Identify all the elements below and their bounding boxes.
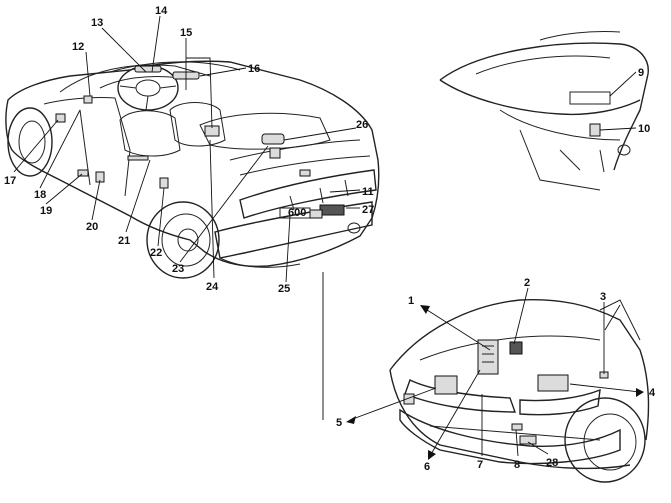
callout-5: 5 — [336, 417, 342, 429]
callout-24: 24 — [206, 281, 219, 293]
callout-labels: 13 14 15 12 16 26 17 18 19 20 21 22 23 2… — [4, 5, 656, 473]
callout-26: 26 — [356, 119, 368, 131]
callout-27: 27 — [362, 204, 374, 216]
callout-22: 22 — [150, 247, 162, 259]
callout-2: 2 — [524, 277, 530, 289]
callout-1: 1 — [408, 295, 414, 307]
plate-text: 600 — [288, 207, 306, 219]
callout-18: 18 — [34, 189, 46, 201]
car-trunk-view — [439, 30, 649, 191]
leader-lines — [13, 15, 644, 460]
callout-28: 28 — [546, 457, 558, 469]
callout-7: 7 — [477, 459, 483, 471]
callout-6: 6 — [424, 461, 430, 473]
callout-21: 21 — [118, 235, 130, 247]
callout-4: 4 — [649, 387, 656, 399]
callout-11: 11 — [362, 186, 374, 198]
callout-14: 14 — [155, 5, 168, 17]
car-front-view — [389, 298, 650, 483]
callout-9: 9 — [638, 67, 644, 79]
callout-17: 17 — [4, 175, 16, 187]
callout-10: 10 — [638, 123, 650, 135]
callout-8: 8 — [514, 459, 520, 471]
callout-12: 12 — [72, 41, 84, 53]
callout-13: 13 — [91, 17, 103, 29]
car-rear-view: 600 — [5, 60, 380, 279]
callout-19: 19 — [40, 205, 52, 217]
callout-23: 23 — [172, 263, 184, 275]
callout-25: 25 — [278, 283, 290, 295]
callout-3: 3 — [600, 291, 606, 303]
callout-20: 20 — [86, 221, 98, 233]
callout-15: 15 — [180, 27, 192, 39]
callout-16: 16 — [248, 63, 260, 75]
